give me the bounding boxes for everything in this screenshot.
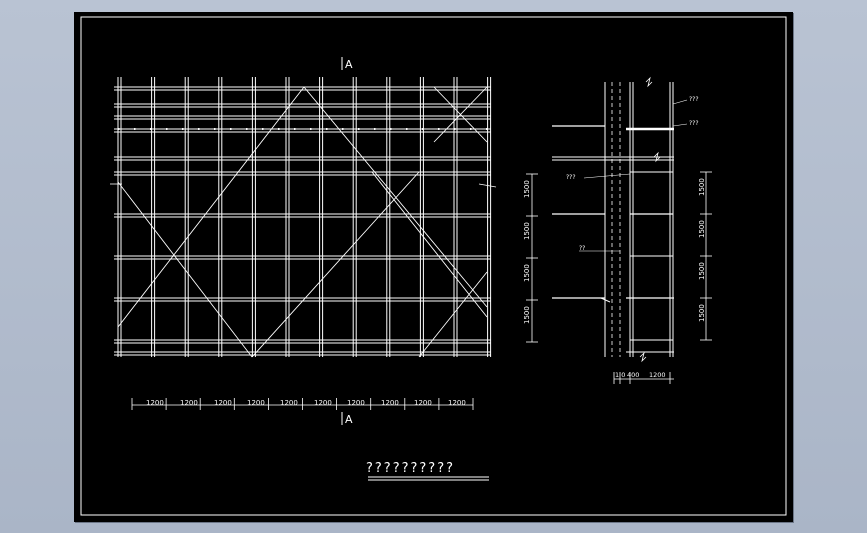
- brace: [418, 271, 488, 358]
- break-mark: [478, 183, 497, 188]
- bottom-right-dimension: 1 0 400 1200: [613, 371, 674, 384]
- section-mark-top: A: [345, 58, 353, 71]
- dim-label: 400: [627, 371, 639, 379]
- scaffold-elevation: [110, 77, 497, 410]
- brace: [117, 181, 253, 358]
- dim-label: 1200: [180, 399, 198, 407]
- dim-label: 1200: [381, 399, 399, 407]
- brace: [303, 86, 488, 308]
- dim-label: 1200: [414, 399, 432, 407]
- dim-label: 1200: [314, 399, 332, 407]
- leader-label: ??: [579, 245, 585, 252]
- section-mark-bottom: A: [345, 413, 353, 426]
- bottom-dimension-labels: 1200 1200 1200 1200 1200 1200 1200 1200 …: [146, 399, 466, 407]
- dim-label: 1 0: [615, 371, 625, 379]
- dim-label: 1500: [698, 304, 706, 322]
- dim-label: 1200: [214, 399, 232, 407]
- dim-label: 1200: [347, 399, 365, 407]
- dim-label: 1500: [523, 264, 531, 282]
- leader-label: ???: [566, 174, 576, 181]
- brace: [117, 86, 305, 328]
- dim-label: 1200: [448, 399, 466, 407]
- mid-vertical-dimension: 1500 1500 1500 1500: [523, 173, 538, 343]
- leader-label: ???: [689, 120, 699, 127]
- cad-drawing: A A 1200 1200 1200 1200 1200 1200 1200 1…: [80, 16, 787, 516]
- dim-label: 1500: [523, 306, 531, 324]
- dim-label: 1500: [523, 222, 531, 240]
- leader-label: ???: [689, 96, 699, 103]
- drawing-sheet: A A 1200 1200 1200 1200 1200 1200 1200 1…: [74, 12, 793, 522]
- scaffold-section: ??? ??? ??? ??: [552, 76, 699, 363]
- dim-label: 1200: [247, 399, 265, 407]
- brace: [433, 86, 488, 143]
- dim-label: 1500: [698, 262, 706, 280]
- dim-label: 1500: [698, 220, 706, 238]
- dim-label: 1200: [146, 399, 164, 407]
- dim-label: 1500: [523, 180, 531, 198]
- dim-label: 1200: [280, 399, 298, 407]
- right-vertical-dimension: 1500 1500 1500 1500: [698, 171, 712, 341]
- brace: [371, 171, 488, 318]
- drawing-title: ??????????: [366, 461, 455, 476]
- dim-label: 1200: [649, 371, 666, 379]
- brace: [251, 171, 420, 358]
- drawing-border: [80, 16, 787, 516]
- dim-label: 1500: [698, 178, 706, 196]
